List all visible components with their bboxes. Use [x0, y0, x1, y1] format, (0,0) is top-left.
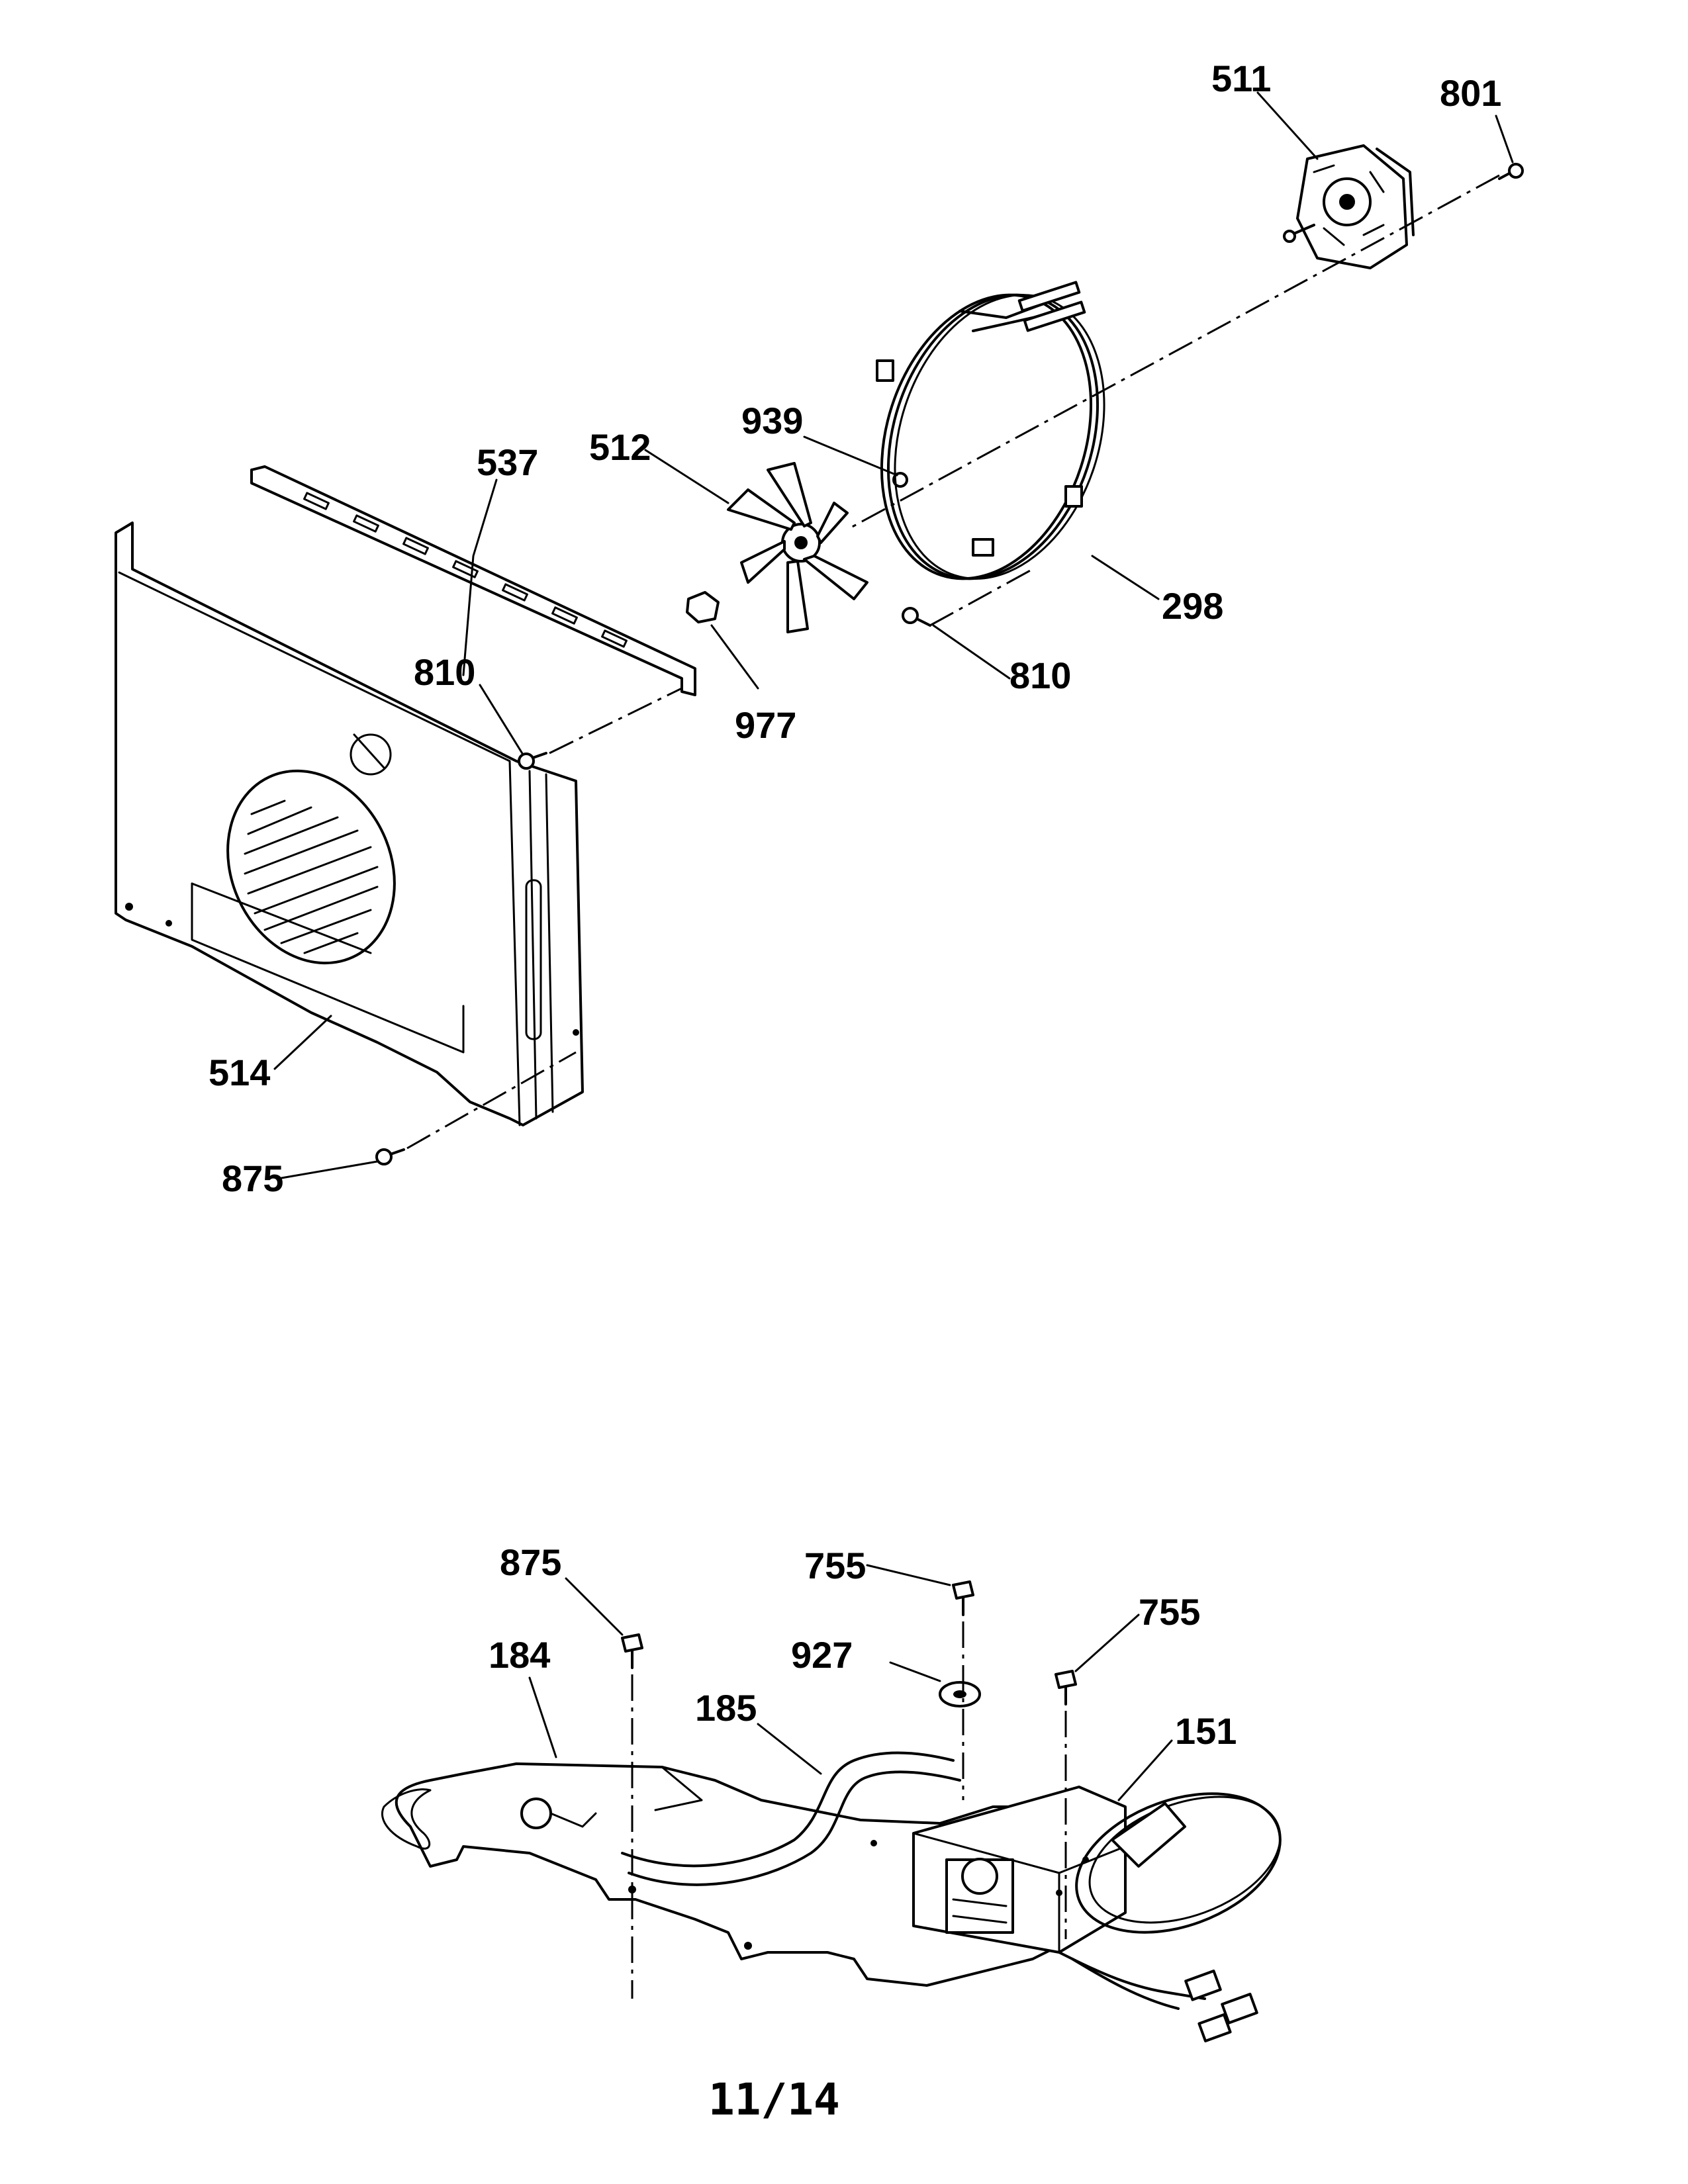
upper-assembly: 511 801 939 537 512 810 977 298 810 514 … — [115, 58, 1524, 1199]
lower-assembly: 875 755 927 755 184 185 151 — [381, 1541, 1282, 2042]
screw-755-right — [1055, 1670, 1077, 1706]
washer-927 — [939, 1681, 981, 1707]
alignment-lines-lower — [631, 1621, 1067, 1999]
heating-element-ring — [876, 281, 1105, 580]
top-bracket-strip — [250, 465, 696, 696]
callout-151: 151 — [1175, 1710, 1237, 1752]
callout-927: 927 — [791, 1634, 853, 1676]
leader-lines-upper — [273, 91, 1514, 1179]
callout-875-upper: 875 — [222, 1158, 283, 1199]
callout-810-ring: 810 — [1009, 655, 1071, 696]
callout-755-right: 755 — [1139, 1591, 1200, 1633]
callout-755-center: 755 — [804, 1545, 866, 1586]
page-number: 11/14 — [708, 2074, 840, 2125]
callout-185: 185 — [695, 1687, 757, 1729]
alignment-lines-upper — [406, 174, 1500, 1150]
screw-755-center — [952, 1580, 974, 1616]
callout-184: 184 — [489, 1634, 550, 1676]
leader-lines-lower — [528, 1564, 1173, 1801]
callout-514: 514 — [209, 1052, 270, 1093]
rotisserie-motor — [912, 1786, 1282, 2042]
callout-939: 939 — [741, 400, 803, 441]
hex-nut — [686, 591, 720, 623]
screw-875-lower — [621, 1633, 643, 1669]
callout-875-lower: 875 — [500, 1541, 561, 1583]
callout-810-baffle: 810 — [414, 651, 475, 693]
screw-810-ring — [902, 607, 931, 627]
screw-810-baffle — [518, 752, 547, 770]
screw-801 — [1498, 163, 1524, 180]
fan-baffle-panel — [115, 522, 584, 1126]
callout-298: 298 — [1162, 585, 1223, 627]
callout-977: 977 — [735, 704, 796, 746]
callout-537: 537 — [477, 441, 538, 483]
convection-motor — [1283, 144, 1415, 269]
screw-875-baffle — [375, 1148, 405, 1165]
washer — [892, 472, 908, 488]
wire-harness — [621, 1751, 961, 1886]
callout-512: 512 — [589, 426, 651, 468]
fan-blade — [727, 462, 868, 633]
callout-511: 511 — [1211, 58, 1271, 99]
callout-801: 801 — [1440, 72, 1501, 114]
